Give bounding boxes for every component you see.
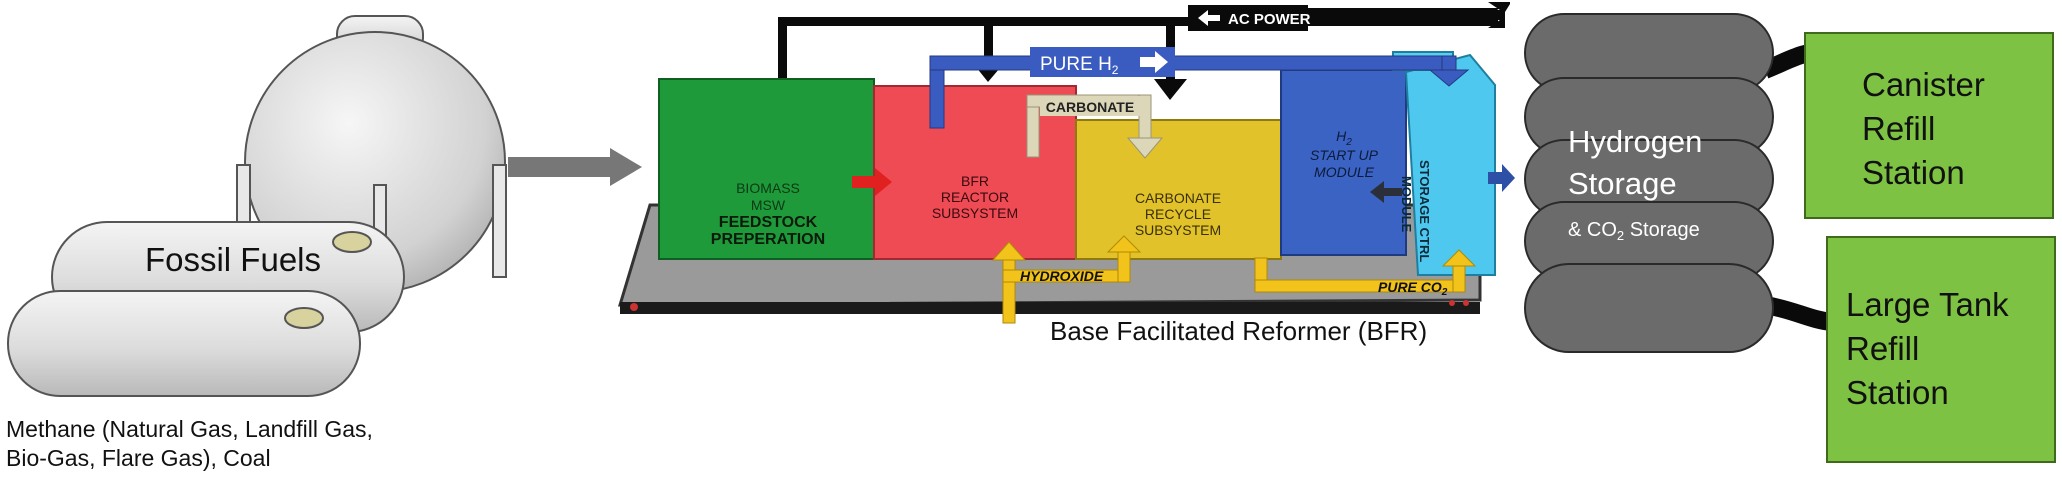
storage-line3: & CO2 Storage [1568, 219, 1700, 243]
ac-power-label: AC POWER [1228, 11, 1311, 28]
fossil-caption-line2: Bio-Gas, Flare Gas), Coal [6, 445, 271, 471]
canister-line3: Station [1862, 154, 1965, 191]
tank-valve [284, 307, 324, 329]
pure-co2-label: PURE CO2 [1378, 279, 1448, 298]
reactor-line1: BFR [961, 173, 989, 189]
large-tank-line2: Refill [1846, 330, 1919, 367]
base-indicator-light [1449, 300, 1455, 306]
sphere-leg [373, 184, 387, 236]
storage-ctrl-line2: MODULE [1399, 176, 1414, 233]
hydroxide-label: HYDROXIDE [1020, 268, 1104, 284]
pure-co2-subscript: 2 [1441, 287, 1448, 298]
bfr-caption: Base Facilitated Reformer (BFR) [1050, 316, 1427, 346]
large-tank-line1: Large Tank [1846, 286, 2009, 323]
carbonate-label-bg [1040, 96, 1140, 116]
base-indicator-light [630, 303, 638, 311]
storage-ctrl-out-arrow [1488, 164, 1515, 192]
storage-to-startup-arrow [1370, 181, 1402, 203]
fossil-fuel-tanks: Fossil Fuels [7, 15, 507, 397]
ac-power-arrow-icon [1198, 10, 1220, 26]
fossil-fuels-title: Fossil Fuels [145, 241, 321, 278]
startup-h2-subscript: 2 [1345, 137, 1352, 148]
carbonate-label: CARBONATE [1046, 99, 1134, 115]
recycle-line3: SUBSYSTEM [1135, 222, 1221, 238]
storage-line2: Storage [1568, 166, 1677, 201]
storage-line1: Hydrogen [1568, 124, 1702, 159]
module-storage-ctrl: STORAGE CTRL MODULE [1392, 51, 1496, 276]
bfr-base-front [620, 302, 1480, 314]
fossil-caption-line1: Methane (Natural Gas, Landfill Gas, [6, 416, 373, 442]
feed-to-reactor-arrow [852, 168, 892, 196]
hydrogen-storage: Hydrogen Storage & CO2 Storage [1524, 13, 1834, 353]
reactor-line2: REACTOR [941, 189, 1009, 205]
pure-h2-subscript: 2 [1112, 63, 1119, 77]
large-tank-refill-station: Large Tank Refill Station [1826, 236, 2056, 463]
feedstock-line2: MSW [751, 197, 786, 213]
feedstock-line1: BIOMASS [736, 180, 800, 196]
startup-line3: MODULE [1314, 164, 1375, 180]
pipe-to-large-tank [1763, 296, 1834, 331]
startup-line1: H2 [1336, 128, 1352, 148]
storage-tank [1524, 263, 1774, 353]
ac-power-tail [1470, 8, 1500, 24]
feedstock-line4: PREPERATION [711, 231, 825, 248]
feed-arrow [508, 148, 642, 186]
canister-line2: Refill [1862, 110, 1935, 147]
storage-ctrl-line1: STORAGE CTRL [1417, 160, 1432, 262]
bfr-unit: AC POWER BIOMASS MSW FEEDSTOCK PREPERATI… [617, 2, 1515, 324]
recycle-line2: RECYCLE [1145, 206, 1211, 222]
base-indicator-light [1463, 300, 1469, 306]
module-recycle: CARBONATE RECYCLE SUBSYSTEM [1075, 119, 1282, 260]
hydroxide-pipe [991, 235, 1142, 324]
module-reactor: BFR REACTOR SUBSYSTEM [873, 85, 1077, 260]
large-tank-line3: Station [1846, 374, 1949, 411]
canister-line1: Canister [1862, 66, 1985, 103]
canister-refill-station: Canister Refill Station [1804, 32, 2054, 219]
reactor-line3: SUBSYSTEM [932, 205, 1018, 221]
cylinder-tank-lower [7, 290, 361, 397]
module-startup: H2 START UP MODULE [1280, 69, 1407, 256]
storage-co2-subscript: 2 [1617, 228, 1624, 243]
tank-valve [332, 231, 372, 253]
module-feedstock: BIOMASS MSW FEEDSTOCK PREPERATION [658, 78, 875, 260]
pure-h2-arrow-icon [1140, 51, 1168, 73]
pure-co2-pipe [1254, 249, 1477, 293]
startup-line2: START UP [1310, 147, 1379, 163]
pure-h2-label: PURE H2 [1040, 54, 1119, 77]
recycle-line1: CARBONATE [1135, 190, 1221, 206]
feedstock-line3: FEEDSTOCK [719, 214, 818, 231]
sphere-leg [492, 164, 507, 278]
